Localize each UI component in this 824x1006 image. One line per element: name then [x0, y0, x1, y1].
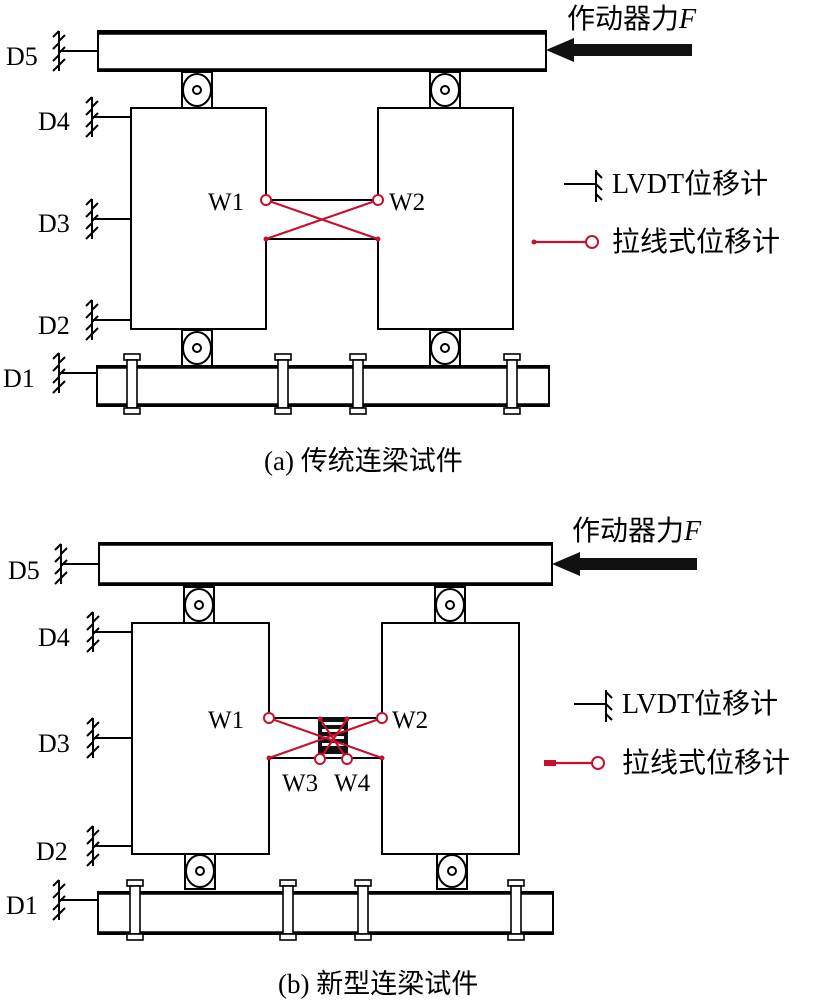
force-label: 作动器力F — [567, 3, 697, 35]
roller-support — [436, 852, 468, 890]
lvdt-d2 — [85, 299, 131, 341]
actuator-force-arrow — [552, 552, 697, 576]
anchor-bolt — [279, 879, 297, 941]
label-d5: D5 — [8, 556, 40, 585]
label-w2: W2 — [392, 707, 428, 734]
wire-gauges — [263, 712, 388, 765]
label-d3: D3 — [38, 729, 70, 758]
legend-wire-label: 拉线式位移计 — [622, 747, 790, 779]
label-w1: W1 — [208, 707, 244, 734]
force-label: 作动器力F — [572, 515, 702, 547]
wire-gauge-w1 — [260, 194, 272, 206]
label-w3: W3 — [282, 770, 318, 797]
actuator-force-arrow — [546, 38, 692, 62]
roller-support — [183, 586, 215, 624]
legend-wire: 拉线式位移计 — [544, 747, 790, 779]
caption-b: (b) 新型连梁试件 — [278, 969, 478, 999]
wire-gauge-w1 — [263, 712, 275, 724]
lvdt-d1 — [52, 879, 98, 921]
wire-gauge-w2 — [376, 712, 388, 724]
lvdt-d4 — [86, 611, 132, 653]
anchor-bolt — [503, 353, 521, 415]
wire-gauge-w2 — [372, 194, 384, 206]
loading-beam — [97, 30, 547, 72]
anchor-bolt — [123, 353, 141, 415]
label-d4: D4 — [38, 107, 70, 136]
label-d2: D2 — [36, 837, 68, 866]
wire-gauge-w4 — [341, 753, 353, 765]
left-wall-pier — [130, 107, 267, 330]
wire-gauge-w3 — [314, 753, 326, 765]
anchor-bolt — [354, 879, 372, 941]
roller-support — [434, 586, 466, 624]
roller-support — [181, 329, 213, 367]
legend-lvdt-label: LVDT位移计 — [622, 688, 778, 720]
legend: LVDT位移计 拉线式位移计 — [531, 168, 780, 258]
label-d1: D1 — [6, 891, 38, 920]
panel-b: 作动器力F — [6, 515, 790, 999]
label-d4: D4 — [38, 623, 70, 652]
legend-lvdt: LVDT位移计 — [574, 688, 778, 722]
anchor-bolt — [349, 353, 367, 415]
label-w4: W4 — [334, 770, 371, 797]
wire-gauges — [260, 194, 384, 242]
label-w1: W1 — [208, 189, 244, 216]
left-wall-pier — [131, 622, 270, 855]
caption-a: (a) 传统连梁试件 — [264, 446, 463, 476]
legend-wire: 拉线式位移计 — [531, 226, 780, 258]
anchor-bolt — [274, 353, 292, 415]
label-d3: D3 — [38, 209, 70, 238]
legend: LVDT位移计 拉线式位移计 — [544, 688, 790, 779]
legend-lvdt-label: LVDT位移计 — [612, 168, 768, 200]
roller-support — [429, 329, 461, 367]
lvdt-d3 — [86, 717, 132, 759]
right-wall-pier — [381, 622, 520, 855]
base-beam — [97, 891, 554, 935]
base-beam — [96, 365, 550, 407]
label-w2: W2 — [389, 189, 425, 216]
anchor-bolt — [507, 879, 525, 941]
anchor-bolt — [126, 879, 144, 941]
lvdt-d4 — [85, 96, 131, 138]
lvdt-d2 — [86, 825, 132, 867]
legend-wire-label: 拉线式位移计 — [612, 226, 780, 258]
roller-support — [429, 71, 461, 109]
roller-support — [184, 852, 216, 890]
panel-a: 作动器力F W1 W2 — [3, 3, 780, 476]
label-d5: D5 — [6, 42, 38, 71]
right-wall-pier — [377, 107, 514, 330]
lvdt-d5 — [52, 30, 98, 72]
lvdt-d3 — [85, 198, 131, 240]
loading-beam — [98, 542, 553, 586]
roller-support — [181, 71, 213, 109]
lvdt-d1 — [52, 352, 97, 394]
label-d2: D2 — [38, 311, 70, 340]
lvdt-d5 — [54, 543, 99, 585]
label-d1: D1 — [3, 364, 35, 393]
legend-lvdt: LVDT位移计 — [564, 168, 768, 202]
